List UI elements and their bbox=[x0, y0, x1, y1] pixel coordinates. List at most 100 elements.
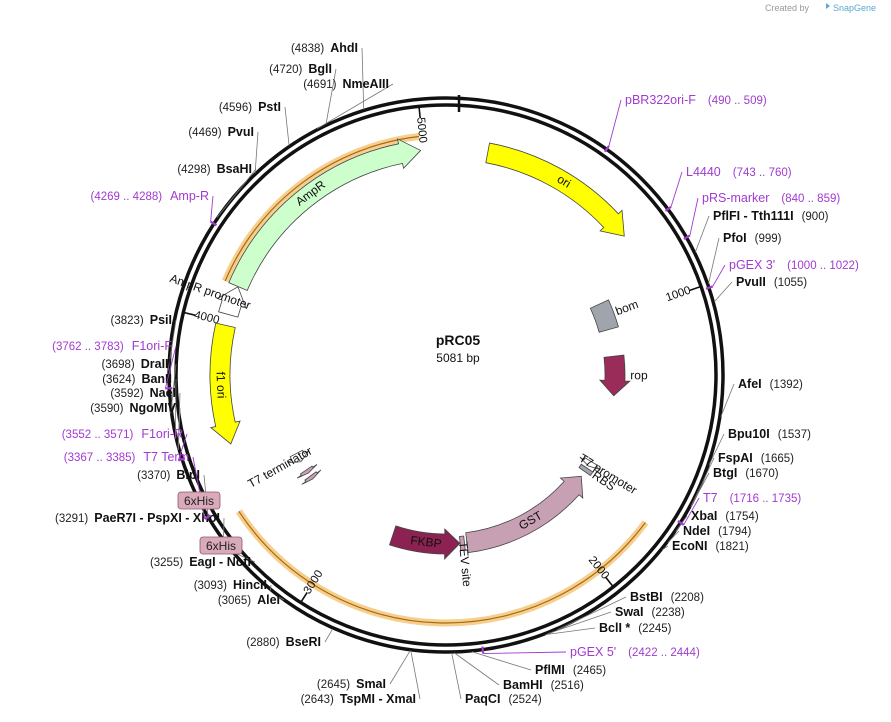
enzyme-position: (1670) bbox=[745, 468, 778, 480]
primer-name: F1ori-R bbox=[141, 427, 183, 441]
primer[interactable]: pGEX 3'(1000 .. 1022) bbox=[729, 258, 859, 272]
feature-6xhis[interactable] bbox=[301, 469, 322, 485]
enzyme-leader bbox=[471, 651, 532, 671]
enzyme-site[interactable]: AhdI(4838) bbox=[291, 41, 358, 55]
enzyme-leader bbox=[410, 650, 421, 700]
enzyme-site[interactable]: NdeI(1794) bbox=[683, 524, 752, 538]
enzyme-name: NgoMIV bbox=[129, 401, 176, 415]
primer-leader bbox=[670, 171, 683, 207]
enzyme-site[interactable]: XbaI(1754) bbox=[691, 509, 759, 523]
enzyme-site[interactable]: PaqCI(2524) bbox=[465, 692, 542, 706]
enzyme-site[interactable]: AfeI(1392) bbox=[738, 377, 803, 391]
enzyme-site[interactable]: TspMI - XmaI(2643) bbox=[301, 692, 416, 706]
primer-leader bbox=[483, 651, 567, 654]
primer-range: (490 .. 509) bbox=[708, 95, 767, 107]
enzyme-site[interactable]: PflFI - Tth111I(900) bbox=[713, 209, 829, 223]
enzyme-name: PsiI bbox=[150, 313, 172, 327]
primer[interactable]: F1ori-R (3552 .. 3571) bbox=[62, 427, 183, 441]
enzyme-site[interactable]: BstBI(2208) bbox=[630, 590, 704, 604]
enzyme-site[interactable]: SmaI(2645) bbox=[317, 677, 386, 691]
enzyme-name: FspAI bbox=[718, 451, 753, 465]
enzyme-site[interactable]: HincII(3093) bbox=[194, 578, 267, 592]
enzyme-site[interactable]: PsiI (3823) bbox=[111, 313, 173, 327]
enzyme-site[interactable]: BclI *(2245) bbox=[599, 621, 672, 635]
enzyme-site[interactable]: BtgI(1670) bbox=[713, 466, 779, 480]
primer[interactable]: Amp-R(4269 .. 4288) bbox=[90, 189, 209, 203]
feature-rbs[interactable] bbox=[578, 463, 594, 477]
primer[interactable]: L4440 (743 .. 760) bbox=[686, 165, 792, 179]
enzyme-site[interactable]: PflMI(2465) bbox=[535, 663, 606, 677]
enzyme-name: PflFI - Tth111I bbox=[713, 209, 794, 223]
enzyme-site[interactable]: BlpI(3370) bbox=[137, 468, 200, 482]
primer-range: (743 .. 760) bbox=[733, 167, 792, 179]
feature-ori[interactable] bbox=[485, 142, 625, 237]
enzyme-leader bbox=[277, 596, 285, 601]
primer[interactable]: T7 Term(3367 .. 3385) bbox=[64, 450, 189, 464]
his-tag-box[interactable] bbox=[177, 491, 221, 510]
enzyme-site[interactable]: NgoMIV(3590) bbox=[90, 401, 176, 415]
enzyme-site[interactable]: PvuII(1055) bbox=[736, 275, 807, 289]
primer-range: (3552 .. 3571) bbox=[62, 429, 134, 441]
primer[interactable]: pBR322ori-F(490 .. 509) bbox=[625, 93, 767, 107]
enzyme-name: EagI - NotI bbox=[189, 555, 251, 569]
primer[interactable]: pRS-marker (840 .. 859) bbox=[702, 191, 840, 205]
enzyme-site[interactable]: AleI(3065) bbox=[218, 593, 280, 607]
feature-bom[interactable] bbox=[589, 299, 619, 333]
enzyme-name: PfoI bbox=[723, 231, 747, 245]
enzyme-name: PaqCI bbox=[465, 692, 500, 706]
orf-layer bbox=[221, 133, 649, 627]
enzyme-position: (2880) bbox=[246, 637, 279, 649]
enzyme-site[interactable]: EagI - NotI(3255) bbox=[150, 555, 251, 569]
primer[interactable]: pGEX 5'(2422 .. 2444) bbox=[570, 645, 700, 659]
enzyme-site[interactable]: NmeAIII(4691) bbox=[303, 77, 389, 91]
enzyme-site[interactable]: PaeR7I - PspXI - XhoI(3291) bbox=[55, 511, 220, 525]
enzyme-site[interactable]: DraIII(3698) bbox=[101, 357, 172, 371]
feature-fkbp[interactable] bbox=[389, 525, 461, 560]
primer-range: (2422 .. 2444) bbox=[628, 647, 700, 659]
primer-range: (1000 .. 1022) bbox=[787, 260, 859, 272]
his-tag-box[interactable] bbox=[199, 536, 243, 555]
enzyme-position: (4691) bbox=[303, 79, 336, 91]
enzyme-site[interactable]: PfoI(999) bbox=[723, 231, 782, 245]
enzyme-site[interactable]: BanII(3624) bbox=[102, 372, 172, 386]
feature-t7-promoter[interactable] bbox=[579, 456, 601, 470]
enzyme-site[interactable]: BseRI(2880) bbox=[246, 635, 321, 649]
enzyme-site[interactable]: EcoNI(1821) bbox=[672, 539, 749, 553]
enzyme-site[interactable]: BamHI(2516) bbox=[503, 678, 584, 692]
feature-tev-site[interactable] bbox=[459, 535, 466, 551]
enzyme-site[interactable]: SwaI(2238) bbox=[615, 605, 685, 619]
enzyme-site[interactable]: PstI(4596) bbox=[219, 100, 281, 114]
ruler-label: 1000 bbox=[664, 284, 692, 304]
feature-gst[interactable] bbox=[465, 475, 584, 554]
feature-f1-ori[interactable] bbox=[209, 322, 241, 445]
enzyme-name: AhdI bbox=[330, 41, 358, 55]
primer-name: L4440 bbox=[686, 165, 721, 179]
primer-name: pRS-marker bbox=[702, 191, 769, 205]
primer-mark bbox=[481, 646, 485, 654]
enzyme-name: BglI bbox=[308, 62, 332, 76]
plasmid-size: 5081 bp bbox=[436, 351, 480, 365]
feature-t7-terminator[interactable] bbox=[287, 449, 309, 464]
feature-rop[interactable] bbox=[599, 354, 631, 397]
enzyme-site[interactable]: BglI (4720) bbox=[269, 62, 332, 76]
feature-ampr-promoter[interactable] bbox=[216, 286, 247, 318]
enzyme-position: (4720) bbox=[269, 64, 302, 76]
enzyme-site[interactable]: PvuI(4469) bbox=[188, 125, 254, 139]
enzyme-leader bbox=[661, 545, 669, 551]
primer[interactable]: T7(1716 .. 1735) bbox=[703, 491, 801, 505]
primer-range: (840 .. 859) bbox=[781, 193, 840, 205]
feature-ampr[interactable] bbox=[228, 138, 422, 291]
enzyme-name: SwaI bbox=[615, 605, 644, 619]
enzyme-site[interactable]: BsaHI(4298) bbox=[177, 162, 252, 176]
enzyme-leader bbox=[254, 131, 259, 173]
enzyme-position: (3624) bbox=[102, 374, 135, 386]
enzyme-name: TspMI - XmaI bbox=[340, 692, 416, 706]
primer-mark bbox=[210, 220, 218, 227]
enzyme-site[interactable]: NaeI(3592) bbox=[110, 386, 176, 400]
enzyme-position: (3823) bbox=[111, 315, 144, 327]
feature-6xhis[interactable] bbox=[296, 464, 318, 479]
primer[interactable]: F1ori-F(3762 .. 3783) bbox=[52, 339, 172, 353]
enzyme-site[interactable]: Bpu10I(1537) bbox=[728, 427, 811, 441]
enzyme-site[interactable]: FspAI(1665) bbox=[718, 451, 794, 465]
